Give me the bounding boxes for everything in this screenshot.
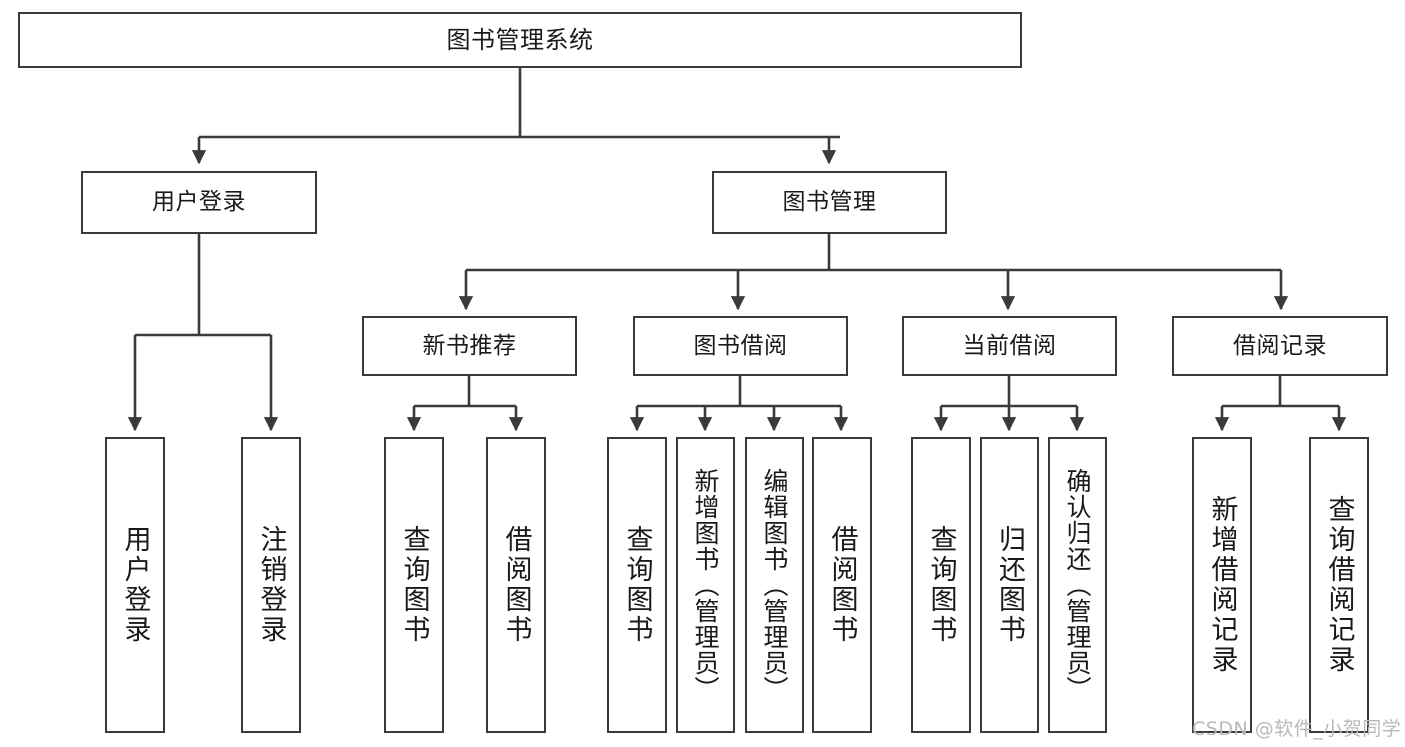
node-label: 用户登录 <box>119 525 151 645</box>
node-label: 当前借阅 <box>962 332 1057 359</box>
node-label: 借阅记录 <box>1233 332 1327 359</box>
node-label: 查询图书 <box>925 525 957 645</box>
node-label: 新书推荐 <box>422 332 517 359</box>
leaf-query-book-recommend[interactable]: 查询图书 <box>384 437 444 733</box>
node-label: 查询图书 <box>621 525 653 645</box>
node-label: 图书借阅 <box>693 332 788 359</box>
leaf-edit-book[interactable]: 编辑图书（管理员） <box>745 437 804 733</box>
leaf-borrow-book-recommend[interactable]: 借阅图书 <box>486 437 546 733</box>
node-label: 编辑图书（管理员） <box>760 468 789 702</box>
node-new-book-recommend[interactable]: 新书推荐 <box>362 316 577 376</box>
leaf-query-book-current[interactable]: 查询图书 <box>911 437 971 733</box>
csdn-watermark: CSDN @软件_小贺同学 <box>1192 718 1402 740</box>
node-label: 注销登录 <box>255 525 287 645</box>
node-label: 借阅图书 <box>500 525 532 645</box>
node-label: 归还图书 <box>994 525 1025 645</box>
leaf-logout-login[interactable]: 注销登录 <box>241 437 301 733</box>
leaf-confirm-return[interactable]: 确认归还（管理员） <box>1048 437 1107 733</box>
node-book-manage[interactable]: 图书管理 <box>712 171 947 234</box>
node-user-login[interactable]: 用户登录 <box>81 171 317 234</box>
node-label: 用户登录 <box>152 189 246 215</box>
node-label: 图书管理 <box>782 189 877 215</box>
leaf-add-book[interactable]: 新增图书（管理员） <box>676 437 735 733</box>
leaf-borrow-book[interactable]: 借阅图书 <box>812 437 872 733</box>
leaf-return-book[interactable]: 归还图书 <box>980 437 1039 733</box>
leaf-query-borrow-record[interactable]: 查询借阅记录 <box>1309 437 1369 733</box>
node-label: 查询借阅记录 <box>1323 495 1355 675</box>
node-label: 确认归还（管理员） <box>1063 468 1092 702</box>
node-label: 图书管理系统 <box>446 26 594 54</box>
node-label: 借阅图书 <box>826 525 858 645</box>
node-label: 新增图书（管理员） <box>691 468 720 702</box>
leaf-user-login[interactable]: 用户登录 <box>105 437 165 733</box>
node-label: 查询图书 <box>398 525 430 645</box>
node-label: 新增借阅记录 <box>1206 495 1238 675</box>
node-borrow-record[interactable]: 借阅记录 <box>1172 316 1388 376</box>
node-root-system[interactable]: 图书管理系统 <box>18 12 1022 68</box>
node-book-borrow[interactable]: 图书借阅 <box>633 316 848 376</box>
leaf-query-book-borrow[interactable]: 查询图书 <box>607 437 667 733</box>
leaf-add-borrow-record[interactable]: 新增借阅记录 <box>1192 437 1252 733</box>
node-current-borrow[interactable]: 当前借阅 <box>902 316 1117 376</box>
